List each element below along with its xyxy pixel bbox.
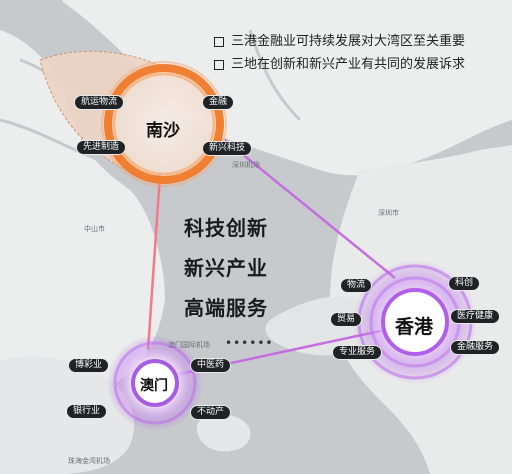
ellipsis-dots: ••••••	[225, 336, 274, 350]
tag-nansha-advanced-manufacturing: 先进制造	[76, 140, 127, 155]
tag-hongkong-financial-services: 金融服务	[450, 340, 501, 355]
tag-hongkong-trade: 贸易	[330, 312, 363, 327]
theme-tech-innovation: 科技创新	[184, 216, 268, 240]
legend-item-finance: 三港金融业可持续发展对大湾区至关重要	[214, 32, 465, 52]
tag-macau-real-estate: 不动产	[190, 405, 232, 420]
macau-core	[131, 359, 179, 407]
tag-hongkong-tech-innovation: 科创	[448, 276, 481, 291]
tag-nansha-finance: 金融	[202, 95, 235, 110]
map-label-zhongshan: 中山市	[84, 225, 105, 233]
tag-nansha-emerging-tech: 新兴科技	[202, 141, 253, 156]
tag-nansha-shipping-logistics: 航运物流	[74, 95, 125, 110]
tag-macau-chinese-medicine: 中医药	[190, 358, 232, 373]
link-nansha-macau	[146, 174, 162, 351]
nansha-ring-inner	[112, 72, 216, 176]
theme-high-end-services: 高端服务	[184, 296, 268, 320]
map-label-macau-airport: 澳门国际机场	[168, 341, 210, 349]
hub-label-macau: 澳门	[140, 378, 168, 394]
legend-item-innovation: 三地在创新和新兴产业有共同的发展诉求	[214, 55, 465, 75]
nansha-ring	[104, 64, 224, 184]
tag-hongkong-logistics: 物流	[340, 278, 373, 293]
hongkong-core	[381, 288, 449, 356]
land-islands	[196, 414, 251, 452]
tag-hongkong-professional-services: 专业服务	[332, 345, 383, 360]
tag-macau-banking: 银行业	[66, 404, 108, 419]
tag-hongkong-healthcare: 医疗健康	[450, 309, 501, 324]
nansha-glow	[102, 62, 226, 186]
map-label-zhuhai-airport: 珠海金湾机场	[68, 457, 110, 465]
legend: 三港金融业可持续发展对大湾区至关重要 三地在创新和新兴产业有共同的发展诉求	[214, 32, 465, 78]
legend-text-innovation: 三地在创新和新兴产业有共同的发展诉求	[231, 57, 466, 72]
legend-checkbox-icon	[214, 37, 224, 47]
hub-label-nansha: 南沙	[146, 121, 180, 141]
land-north	[60, 0, 512, 176]
link-nansha-hongkong	[224, 139, 396, 279]
land-lantau	[265, 296, 375, 356]
map-label-shenzhen: 深圳市	[378, 209, 399, 217]
nansha-ring-outer	[101, 61, 227, 187]
theme-emerging-industry: 新兴产业	[184, 256, 268, 280]
map-label-humen: 深圳机场	[232, 161, 260, 169]
hub-label-hongkong: 香港	[395, 316, 434, 338]
legend-checkbox-icon	[214, 60, 224, 70]
tag-macau-gaming: 博彩业	[68, 358, 110, 373]
macau-ring-outer	[113, 341, 197, 425]
legend-text-finance: 三港金融业可持续发展对大湾区至关重要	[231, 34, 466, 49]
